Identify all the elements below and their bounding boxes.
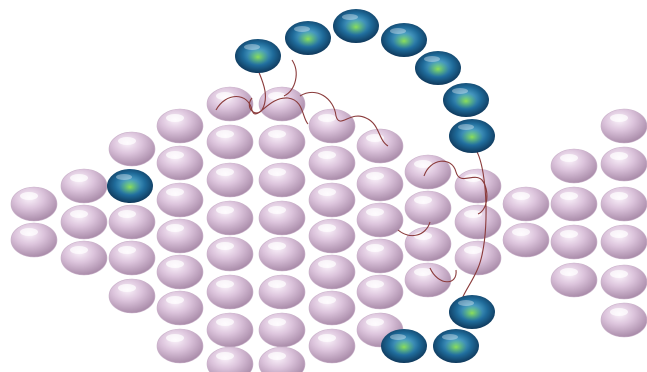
pink-bead	[207, 201, 253, 235]
pink-bead	[259, 347, 305, 372]
pink-bead	[357, 275, 403, 309]
blue-bead	[415, 51, 461, 85]
blue-bead	[433, 329, 479, 363]
pink-bead	[157, 329, 203, 363]
pink-bead	[503, 187, 549, 221]
pink-bead	[551, 149, 597, 183]
blue-bead	[285, 21, 331, 55]
pink-bead	[11, 187, 57, 221]
pink-bead	[207, 313, 253, 347]
blue-bead	[381, 329, 427, 363]
blue-bead	[333, 9, 379, 43]
pink-bead	[601, 303, 647, 337]
pink-bead	[207, 237, 253, 271]
pink-bead	[157, 219, 203, 253]
pink-bead	[259, 275, 305, 309]
pink-bead	[405, 263, 451, 297]
pink-bead	[207, 347, 253, 372]
pink-bead	[109, 279, 155, 313]
pink-bead	[259, 237, 305, 271]
pink-bead	[309, 183, 355, 217]
pink-bead	[405, 191, 451, 225]
pink-bead	[157, 146, 203, 180]
pink-bead	[601, 109, 647, 143]
pink-beads-group	[11, 87, 647, 372]
pink-bead	[601, 187, 647, 221]
blue-bead	[381, 23, 427, 57]
pink-bead	[207, 275, 253, 309]
blue-bead	[449, 119, 495, 153]
pink-bead	[455, 205, 501, 239]
pink-bead	[551, 263, 597, 297]
pink-bead	[61, 205, 107, 239]
pink-bead	[109, 132, 155, 166]
pink-bead	[309, 329, 355, 363]
blue-bead	[107, 169, 153, 203]
pink-bead	[259, 313, 305, 347]
pink-bead	[601, 265, 647, 299]
pink-bead	[157, 109, 203, 143]
pink-bead	[207, 125, 253, 159]
pink-bead	[259, 125, 305, 159]
pink-bead	[309, 146, 355, 180]
blue-bead	[443, 83, 489, 117]
pink-bead	[455, 241, 501, 275]
pink-bead	[309, 255, 355, 289]
pink-bead	[309, 109, 355, 143]
pink-bead	[601, 147, 647, 181]
pink-bead	[405, 155, 451, 189]
pink-bead	[357, 203, 403, 237]
pink-bead	[11, 223, 57, 257]
pink-bead	[455, 169, 501, 203]
pink-bead	[601, 225, 647, 259]
pink-bead	[503, 223, 549, 257]
pink-bead	[551, 187, 597, 221]
pink-bead	[109, 241, 155, 275]
blue-bead	[235, 39, 281, 73]
pink-bead	[309, 219, 355, 253]
pink-bead	[157, 255, 203, 289]
pink-bead	[405, 227, 451, 261]
pink-bead	[551, 225, 597, 259]
pink-bead	[207, 87, 253, 121]
pink-bead	[309, 291, 355, 325]
pink-bead	[357, 167, 403, 201]
pink-bead	[61, 241, 107, 275]
pink-bead	[357, 239, 403, 273]
pink-bead	[61, 169, 107, 203]
pink-bead	[157, 291, 203, 325]
pink-bead	[109, 205, 155, 239]
pink-bead	[157, 183, 203, 217]
blue-bead	[449, 295, 495, 329]
pink-bead	[207, 163, 253, 197]
pink-bead	[259, 163, 305, 197]
pink-bead	[259, 201, 305, 235]
